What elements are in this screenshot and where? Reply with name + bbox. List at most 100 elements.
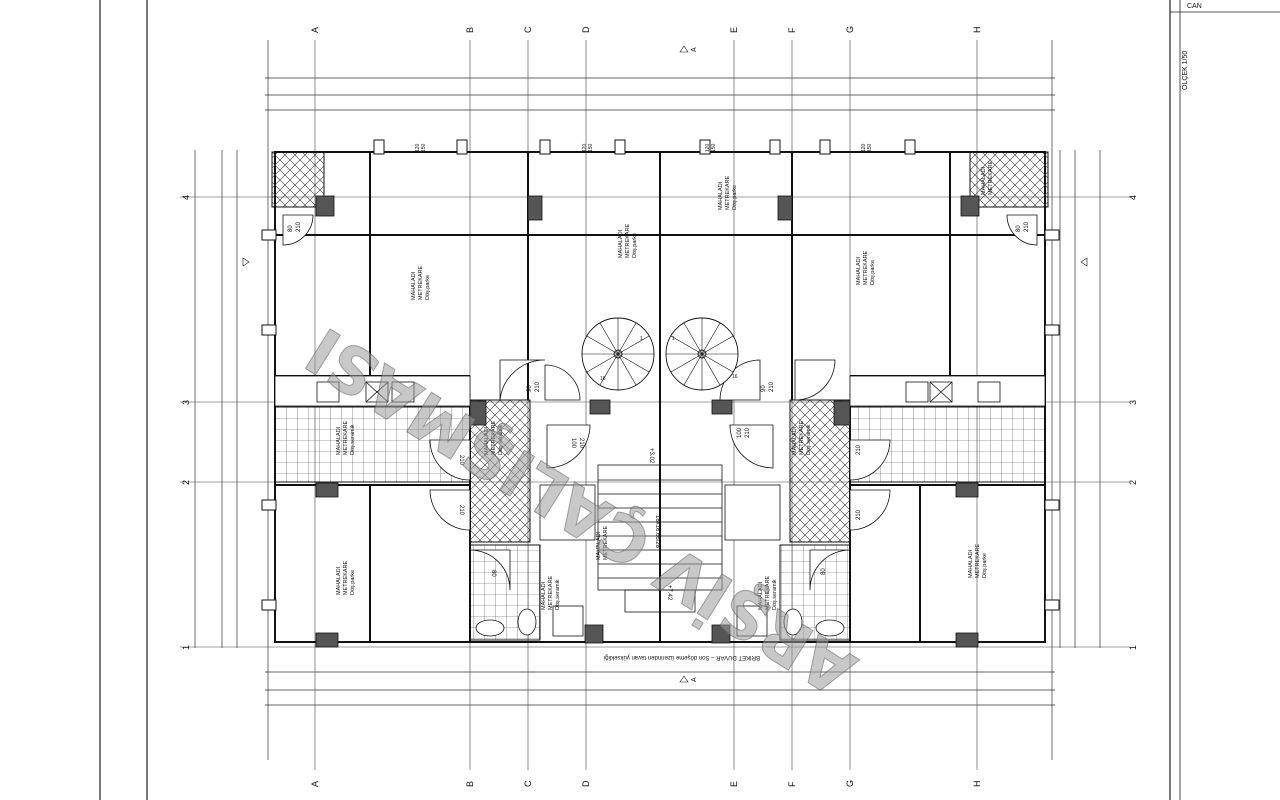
stair-note: 18x16.66/28 — [654, 515, 660, 549]
door-dim-5: 90 — [527, 385, 533, 392]
room-area: METREKARE — [603, 525, 609, 560]
door-dim-6: 210 — [535, 381, 541, 392]
door-dim-18: 80 — [821, 568, 827, 575]
room-labels: MAHALADI METREKARE Döş.parke MAHALADI ME… — [336, 160, 994, 610]
grid-column-labels-top: A B C D E F G H — [310, 26, 982, 33]
room-floor: Döş.parke — [350, 570, 356, 595]
door-dim-1: 80 — [288, 225, 294, 232]
spiral-step-left-16: 16 — [600, 376, 606, 382]
grid-label-3-left: 3 — [181, 400, 191, 405]
room-name: MAHALADI — [718, 181, 724, 210]
spiral-stair-left — [581, 317, 655, 391]
grid-label-F-top: F — [787, 27, 797, 33]
door-dim-17: 80 — [490, 570, 496, 577]
room-name: MAHALADI — [336, 426, 342, 455]
spiral-step-right-1: 1 — [672, 336, 675, 342]
room-label-sw: MAHALADI METREKARE Döş.parke — [336, 560, 356, 595]
room-label-n-right: MAHALADI METREKARE Döş.parke — [718, 175, 738, 210]
room-area: METREKARE — [343, 420, 349, 455]
spiral-step-left-1: 1 — [640, 336, 643, 342]
level-lower: +7.42 — [666, 585, 672, 601]
spiral-stair-numbers: 1 16 1 16 — [600, 336, 738, 382]
grid-label-B-bottom: B — [465, 781, 475, 787]
windows — [261, 139, 1060, 611]
grid-row-labels: 4 3 2 1 4 3 2 1 — [181, 195, 1138, 650]
spiral-step-right-16: 16 — [732, 374, 738, 380]
room-name: MAHALADI — [484, 426, 490, 455]
door-dim-12: 210 — [745, 427, 751, 438]
sheet-frame — [99, 0, 1280, 800]
section-marker-bottom: A — [691, 677, 698, 682]
room-label-n-left: MAHALADI METREKARE Döş.parke — [618, 223, 638, 258]
bathroom-fixtures — [475, 484, 845, 637]
room-floor: Döş.seramik — [772, 579, 778, 610]
room-name: MAHALADI — [968, 549, 974, 578]
room-area: METREKARE — [863, 250, 869, 285]
room-area: METREKARE — [343, 560, 349, 595]
room-floor: Döş.parke — [632, 233, 638, 258]
door-dim-11: 100 — [737, 427, 743, 438]
door-dims: 80 210 80 210 90 210 90 210 100 210 100 … — [288, 221, 1030, 577]
window-dim-3: 120 — [582, 143, 588, 152]
grid-label-B-top: B — [465, 27, 475, 33]
grid-label-2-left: 2 — [181, 480, 191, 485]
window-dim-1: 120 — [415, 143, 421, 152]
grid-label-A-bottom: A — [310, 781, 320, 787]
room-name: MAHALADI — [618, 229, 624, 258]
room-area: METREKARE — [625, 223, 631, 258]
room-floor: Döş.parke — [870, 260, 876, 285]
door-dim-4: 210 — [1024, 221, 1030, 232]
door-dim-8: 210 — [769, 381, 775, 392]
grid-label-H-top: H — [972, 27, 982, 34]
grid-label-F-bottom: F — [787, 781, 797, 787]
grid-label-1-right: 1 — [1128, 645, 1138, 650]
window-dim-2: 150 — [421, 143, 427, 152]
room-area: METREKARE — [765, 575, 771, 610]
window-dim-4: 150 — [588, 143, 594, 152]
window-dims: 120 150 120 150 120 150 120 150 — [415, 143, 873, 152]
room-area: METREKARE — [418, 265, 424, 300]
bottom-note: BRIKET DUVAR – Son döşeme üzerinden tava… — [604, 654, 760, 660]
room-label-hall-right: MAHALADI METREKARE Döş.seramik — [792, 420, 812, 455]
main-stair — [597, 464, 723, 613]
grid-label-4-right: 4 — [1128, 195, 1138, 200]
room-area: METREKARE — [725, 175, 731, 210]
section-marker-top: A — [691, 47, 698, 52]
spiral-stair-right — [665, 317, 739, 391]
window-dim-8: 150 — [867, 143, 873, 152]
level-upper: +3.02 — [648, 448, 654, 464]
room-floor: Döş.parke — [425, 275, 431, 300]
watermark: ARŞİV ÇALIŞMASI — [293, 312, 868, 711]
grid-label-G-top: G — [845, 26, 855, 33]
grid-label-H-bottom: H — [972, 781, 982, 788]
room-area: METREKARE — [988, 160, 994, 195]
corner-label: CAN — [1187, 3, 1202, 10]
door-dim-10: 210 — [578, 438, 584, 449]
grid-label-3-right: 3 — [1128, 400, 1138, 405]
room-name: MAHALADI — [411, 271, 417, 300]
room-label-stair-hall: MAHALADI METREKARE — [596, 525, 609, 560]
room-label-bath-left: MAHALADI METREKARE Döş.seramik — [541, 575, 561, 610]
room-name: MAHALADI — [596, 531, 602, 560]
scale-label: ÖLÇEK 1/50 — [1181, 51, 1189, 90]
door-dim-16: 210 — [856, 509, 862, 520]
grid-label-D-top: D — [581, 26, 591, 33]
structural-columns — [315, 195, 980, 648]
room-label-se: MAHALADI METREKARE Döş.parke — [968, 543, 988, 578]
room-area: METREKARE — [975, 543, 981, 578]
room-floor: Döş.seramik — [350, 424, 356, 455]
grid-label-E-bottom: E — [729, 781, 739, 787]
room-label-hall-left: MAHALADI METREKARE Döş.seramik — [484, 420, 504, 455]
grid-label-G-bottom: G — [845, 780, 855, 787]
grid-label-A-top: A — [310, 27, 320, 33]
room-label-ne: MAHALADI METREKARE Döş.parke — [856, 250, 876, 285]
door-dim-14: 210 — [856, 444, 862, 455]
room-label-kitchen-right: MAHALADI METREKARE — [981, 160, 994, 195]
window-dim-7: 120 — [861, 143, 867, 152]
room-area: METREKARE — [548, 575, 554, 610]
room-area: METREKARE — [491, 420, 497, 455]
door-dim-13: 210 — [458, 455, 464, 466]
door-dim-2: 210 — [296, 221, 302, 232]
room-label-bath-right: MAHALADI METREKARE Döş.seramik — [758, 575, 778, 610]
